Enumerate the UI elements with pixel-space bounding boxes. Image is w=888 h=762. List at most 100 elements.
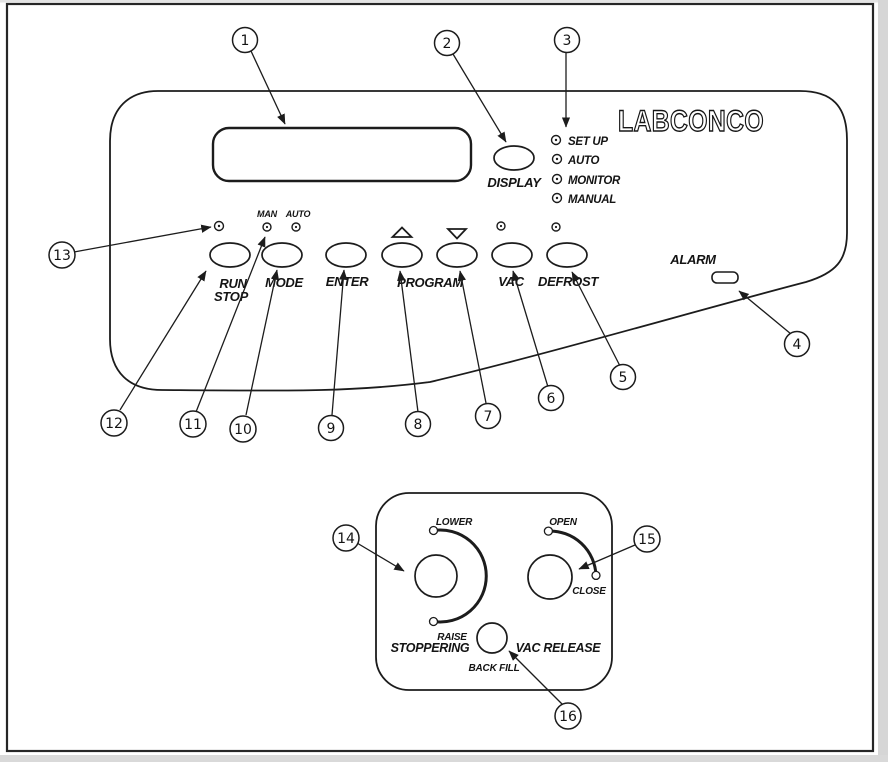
callout-line-13 (73, 224, 212, 253)
auto-led-label: AUTO (567, 155, 600, 167)
brand-logo: LABCONCO (618, 105, 764, 138)
vac-release-knob[interactable] (527, 554, 573, 600)
callout-11-number: 11 (184, 417, 202, 433)
callout-line-7 (457, 270, 487, 404)
manual-led-label: MANUAL (568, 194, 616, 206)
vac-label: VAC (498, 274, 524, 289)
setup-led-dot (554, 138, 558, 142)
callout-16 (554, 702, 582, 730)
callout-2 (433, 29, 461, 57)
callout-8-number: 8 (414, 417, 423, 433)
callout-line-10 (245, 269, 280, 416)
defrost-led-dot (554, 225, 558, 229)
callout-15 (633, 525, 661, 553)
defrost-label: DEFROST (538, 274, 599, 289)
stoppering-arc-raise-end (428, 616, 439, 627)
program-down-button[interactable] (436, 242, 478, 268)
vac-led-dot (499, 224, 503, 228)
back-fill-button[interactable] (476, 622, 508, 654)
callout-1-number: 1 (241, 33, 250, 49)
alarm-label: ALARM (669, 252, 717, 267)
callout-8 (404, 410, 432, 438)
mode-button[interactable] (261, 242, 303, 268)
stoppering-knob[interactable] (414, 554, 458, 598)
status-led-column: SET UP AUTO MONITOR MANUAL (550, 134, 621, 206)
callout-2-number: 2 (443, 36, 452, 52)
callout-5 (609, 363, 637, 391)
raise-label: RAISE (437, 632, 467, 643)
display-button-label: DISPLAY (487, 175, 542, 190)
run-led-dot (217, 224, 221, 228)
callout-7 (474, 402, 502, 430)
close-label: CLOSE (572, 586, 606, 597)
callout-16-number: 16 (559, 709, 577, 725)
run-label: RUN (219, 276, 247, 291)
callout-line-11 (195, 236, 266, 413)
program-up-button[interactable] (381, 242, 423, 268)
callout-line-2 (452, 53, 507, 143)
callout-line-1 (250, 50, 286, 125)
callout-6-number: 6 (547, 391, 556, 407)
stoppering-arc-lower-end (428, 525, 439, 536)
stoppering-label: STOPPERING (391, 641, 470, 655)
run-stop-button[interactable] (209, 242, 251, 268)
callout-line-4 (738, 290, 792, 335)
scan-edge-right (878, 0, 888, 762)
lower-label: LOWER (436, 517, 473, 528)
monitor-led-label: MONITOR (568, 175, 621, 187)
callout-line-9 (331, 269, 348, 416)
vac-release-arc (548, 529, 598, 576)
stoppering-arc (433, 528, 488, 624)
callout-lines (73, 50, 792, 705)
vac-release-label: VAC RELEASE (516, 641, 602, 655)
vac-button[interactable] (491, 242, 533, 268)
lower-panel-outline (375, 492, 613, 691)
program-down-arrow-icon (445, 228, 469, 240)
program-up-arrow-icon (390, 226, 414, 238)
vac-release-arc-open-end (543, 526, 554, 536)
callout-line-6 (511, 270, 549, 388)
callout-line-8 (397, 270, 419, 413)
auto-indicator-label: AUTO (285, 209, 311, 219)
callout-9 (317, 414, 345, 442)
setup-led-label: SET UP (568, 136, 608, 148)
upper-panel-outline (109, 90, 848, 392)
auto-led-dot (555, 157, 559, 161)
callout-line-16 (508, 650, 563, 705)
callout-10 (229, 415, 257, 443)
program-label: PROGRAM (397, 275, 464, 290)
callout-14-number: 14 (337, 531, 355, 547)
callout-10-number: 10 (234, 422, 252, 438)
scan-edge-bottom (0, 755, 888, 762)
callout-9-number: 9 (327, 421, 336, 437)
display-button[interactable] (493, 145, 535, 171)
callout-4-number: 4 (793, 337, 802, 353)
mode-label: MODE (265, 275, 303, 290)
enter-label: ENTER (326, 274, 369, 289)
callout-15-number: 15 (638, 532, 656, 548)
callout-bubbles: 1 2 3 4 5 6 7 8 9 10 11 12 13 14 15 16 (48, 26, 811, 730)
scan-edge-top (0, 0, 888, 3)
callout-11 (179, 410, 207, 438)
manual-led-dot (555, 196, 559, 200)
open-label: OPEN (549, 517, 578, 528)
man-led-dot (265, 225, 269, 229)
callout-line-5 (571, 271, 621, 367)
defrost-button[interactable] (546, 242, 588, 268)
callout-line-14 (356, 542, 405, 572)
callout-3-number: 3 (563, 33, 572, 49)
callout-3 (553, 26, 581, 54)
callout-14 (332, 524, 360, 552)
callout-13 (48, 241, 76, 269)
auto-small-led-dot (294, 225, 298, 229)
callout-1 (231, 26, 259, 54)
callout-4 (783, 330, 811, 358)
monitor-led-dot (555, 177, 559, 181)
callout-13-number: 13 (53, 248, 71, 264)
callout-12-number: 12 (105, 416, 123, 432)
enter-button[interactable] (325, 242, 367, 268)
vac-release-arc-close-end (591, 570, 601, 581)
lcd-display-screen (211, 126, 473, 183)
